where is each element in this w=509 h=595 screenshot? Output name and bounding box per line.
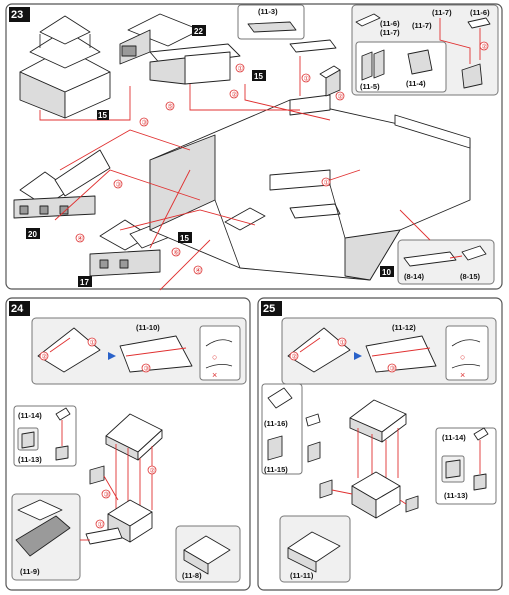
num-1-c: ① bbox=[324, 179, 330, 187]
num-2-a: ② bbox=[232, 91, 238, 99]
num-4-b: ④ bbox=[196, 267, 202, 275]
part-label-11-14a: (11-14) bbox=[18, 411, 42, 420]
castle-keep-assembly bbox=[19, 15, 111, 119]
part-label-11-8: (11-8) bbox=[182, 571, 202, 580]
part-label-11-13a: (11-13) bbox=[18, 455, 42, 464]
num-25-3a: ③ bbox=[390, 365, 396, 373]
part-label-11-14b: (11-14) bbox=[442, 433, 466, 442]
part-label-11-9: (11-9) bbox=[20, 567, 40, 576]
part-label-11-11: (11-11) bbox=[290, 571, 314, 580]
label-15-c: 15 bbox=[180, 234, 189, 243]
num-25-2a: ② bbox=[292, 353, 298, 361]
num-24-1b: ① bbox=[98, 521, 104, 529]
part-label-11-7a: (11-7) bbox=[380, 28, 400, 37]
part-label-11-7b: (11-7) bbox=[432, 8, 452, 17]
part-label-11-6b: (11-6) bbox=[470, 8, 490, 17]
label-15-a: 15 bbox=[254, 72, 263, 81]
part-label-11-3: (11-3) bbox=[258, 7, 278, 16]
part-label-11-15: (11-15) bbox=[264, 465, 288, 474]
num-25-1a: ① bbox=[340, 339, 346, 347]
step-25-number: 25 bbox=[263, 303, 275, 315]
assembly-guides-23 bbox=[39, 56, 431, 291]
num-24-3a: ③ bbox=[144, 365, 150, 373]
panel-step-24: 24 (11-10) ② ① ③ ○ × (11-14) (11-13) bbox=[5, 297, 251, 591]
mark-ok-25: ○ bbox=[460, 352, 465, 362]
num-8-a: ③ bbox=[142, 119, 148, 127]
label-22: 22 bbox=[194, 27, 203, 36]
mark-ok-24: ○ bbox=[212, 352, 217, 362]
inset-battlements: (11-6) (11-7) (11-7) (11-7) (11-6) (11-5… bbox=[351, 4, 499, 96]
num-2-b: ② bbox=[338, 93, 344, 101]
label-10: 10 bbox=[382, 268, 391, 277]
part-label-11-7c: (11-7) bbox=[412, 21, 432, 30]
building-22-assembly bbox=[119, 13, 241, 85]
label-20: 20 bbox=[28, 230, 37, 239]
step-numbers-23: ① ② ⑤ ③ ③ ④ ⑥ ④ ① ② ① ② bbox=[75, 41, 489, 275]
panel-step-25: 25 (11-12) ② ① ③ ○ × (11-16) (11-15) bbox=[257, 297, 503, 591]
num-5-a: ⑤ bbox=[168, 103, 174, 111]
panel-step-23: 23 bbox=[5, 3, 503, 291]
num-1-a: ① bbox=[238, 65, 244, 73]
mark-ng-24: × bbox=[212, 370, 217, 380]
num-24-2a: ② bbox=[42, 353, 48, 361]
top-parts: (11-3) bbox=[237, 4, 341, 97]
step-25-badge bbox=[261, 301, 282, 316]
part-label-11-5: (11-5) bbox=[360, 82, 380, 91]
building-labels-23: 15 15 22 20 15 17 10 bbox=[26, 25, 394, 287]
part-label-11-6a: (11-6) bbox=[380, 19, 400, 28]
num-24-1a: ① bbox=[90, 339, 96, 347]
inset-correct-incorrect-25 bbox=[445, 325, 489, 381]
part-label-11-12: (11-12) bbox=[392, 323, 416, 332]
step-24-number: 24 bbox=[11, 303, 24, 315]
num-1-b: ① bbox=[304, 75, 310, 83]
inset-gate-parts: (8-14) (8-15) bbox=[397, 239, 495, 285]
mark-ng-25: × bbox=[460, 370, 465, 380]
part-label-11-4: (11-4) bbox=[406, 79, 426, 88]
num-24-2b: ② bbox=[150, 467, 156, 475]
label-17: 17 bbox=[80, 278, 89, 287]
part-label-8-15: (8-15) bbox=[460, 272, 481, 281]
label-15-b: 15 bbox=[98, 111, 107, 120]
part-label-8-14: (8-14) bbox=[404, 272, 425, 281]
inset-correct-incorrect-24 bbox=[199, 325, 241, 381]
num-2-c: ② bbox=[482, 43, 488, 51]
part-label-11-16: (11-16) bbox=[264, 419, 288, 428]
step-23-badge bbox=[9, 7, 30, 22]
part-label-11-10: (11-10) bbox=[136, 323, 160, 332]
step-23-number: 23 bbox=[11, 9, 23, 21]
part-label-11-13b: (11-13) bbox=[444, 491, 468, 500]
num-3-a: ③ bbox=[116, 181, 122, 189]
num-4-a: ④ bbox=[78, 235, 84, 243]
step-24-badge bbox=[9, 301, 30, 316]
num-24-3b: ③ bbox=[104, 491, 110, 499]
num-6-a: ⑥ bbox=[174, 249, 180, 257]
